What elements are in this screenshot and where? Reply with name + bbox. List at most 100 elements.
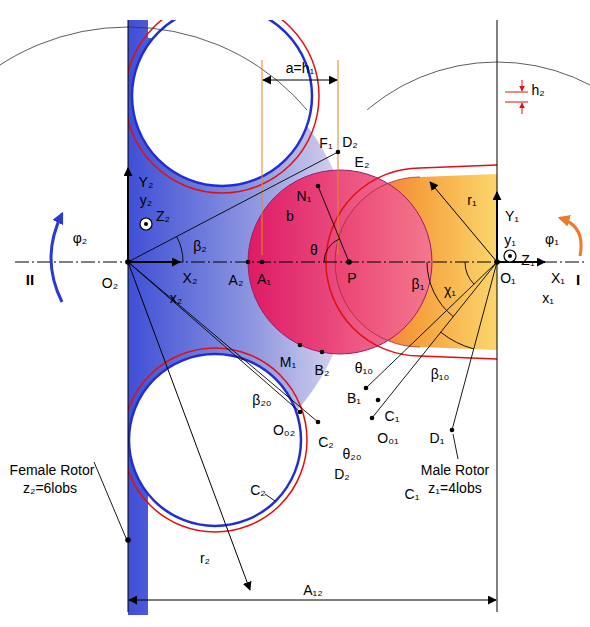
dimension-line <box>338 60 339 255</box>
axis-arrow <box>497 261 545 263</box>
construction-line <box>366 262 497 388</box>
point <box>246 260 251 265</box>
leader-line <box>94 462 126 538</box>
axis-label: y₁ <box>504 233 516 247</box>
leader-line <box>265 494 275 501</box>
angle-label: β₂₀ <box>252 393 271 407</box>
radius-label: r₂ <box>200 551 210 565</box>
dimension-arrow <box>522 103 523 114</box>
rotor-name: Male Rotor <box>421 463 489 477</box>
construction-line <box>318 186 349 262</box>
angle-arc <box>465 262 474 284</box>
axis-arrow <box>496 192 498 262</box>
axis-label: Z₁ <box>521 253 534 267</box>
rotor-name: Female Rotor <box>10 463 95 477</box>
angle-label: θ₂₀ <box>342 447 361 461</box>
construction-line <box>128 152 338 262</box>
angle-label: β₁ <box>412 277 425 291</box>
angle-arc <box>441 332 474 349</box>
angle-label: θ₁₀ <box>355 361 373 375</box>
point <box>125 537 131 543</box>
clearance-profile <box>128 348 307 532</box>
addendum-circle <box>0 27 363 110</box>
dimension-line <box>505 102 528 103</box>
point <box>336 150 341 155</box>
lobe-count: z₂=6lobs <box>23 481 77 495</box>
point-label: E₂ <box>355 155 370 169</box>
point-label: P <box>347 271 356 285</box>
angle-label: θ <box>310 243 318 257</box>
axis-label: Y₁ <box>505 209 519 223</box>
clearance-profile <box>128 20 319 193</box>
dimension-arrow <box>129 600 496 601</box>
rotor-number: II <box>26 273 34 287</box>
dimension-label: a=h₁ <box>286 61 314 75</box>
point <box>125 259 131 265</box>
point <box>316 184 321 189</box>
point-label: F₁ <box>319 136 332 150</box>
point <box>364 386 369 391</box>
radius-label: r₁ <box>467 193 476 207</box>
rotor-axis <box>128 20 129 612</box>
point-label: A₁ <box>257 272 271 286</box>
dimension-label: A₁₂ <box>303 583 323 597</box>
dimension-arrow <box>522 80 523 91</box>
dimension-line <box>262 60 263 255</box>
rotor-axis <box>497 20 498 612</box>
point <box>298 343 303 348</box>
female-profile <box>129 354 301 526</box>
axis-label: Y₂ <box>139 175 154 189</box>
rotor-number: I <box>576 273 580 287</box>
point-label: O₂ <box>102 276 118 290</box>
z-axis-symbol <box>140 218 152 230</box>
point <box>316 420 321 425</box>
angle-arc <box>177 237 183 263</box>
point <box>494 259 500 265</box>
point-label: B₁ <box>347 391 361 405</box>
axis-label: Z₂ <box>156 209 170 223</box>
point <box>260 260 265 265</box>
point <box>450 428 455 433</box>
dimension-line <box>505 92 528 93</box>
point-label: B₂ <box>315 363 330 377</box>
leader-line <box>453 434 458 459</box>
point-label: M₁ <box>280 355 296 369</box>
construction-line <box>128 262 318 422</box>
dimension-label: h₂ <box>531 83 544 97</box>
point <box>320 350 325 355</box>
point <box>376 398 381 403</box>
point <box>370 416 375 421</box>
addendum-circle <box>297 62 590 110</box>
point-label: O₀₁ <box>377 431 398 445</box>
angle-arc <box>324 239 340 262</box>
construction-line <box>452 262 497 430</box>
point <box>346 259 352 265</box>
z-axis-symbol <box>144 222 148 226</box>
axis-label: y₂ <box>140 193 152 207</box>
rotation-label: φ₂ <box>73 231 88 245</box>
rotation-label: φ₁ <box>545 232 559 246</box>
point-label: C₂ <box>318 435 334 449</box>
angle-label: β₁₀ <box>431 367 450 381</box>
axis-arrow <box>128 261 180 263</box>
curve-label: C₂ <box>250 483 266 497</box>
point-label: D₁ <box>430 431 445 445</box>
point-label: O₀₂ <box>273 423 295 437</box>
angle-arc <box>241 359 243 361</box>
point-label: O₁ <box>500 271 516 285</box>
axis-label: X₂ <box>183 271 198 285</box>
rotation-arrow <box>51 214 62 302</box>
curve-label: C₁ <box>405 487 420 501</box>
angle-label: β₂ <box>193 239 207 253</box>
point-label: N₁ <box>297 189 312 203</box>
point-label: D₂ <box>342 135 358 149</box>
construction-line <box>128 262 300 412</box>
rotation-arrow <box>560 218 581 256</box>
axis-label: X₁ <box>551 271 565 285</box>
axis-arrow <box>127 168 129 262</box>
point-label: C₁ <box>385 409 400 423</box>
female-profile <box>132 20 312 186</box>
point-label: A₂ <box>229 273 244 287</box>
